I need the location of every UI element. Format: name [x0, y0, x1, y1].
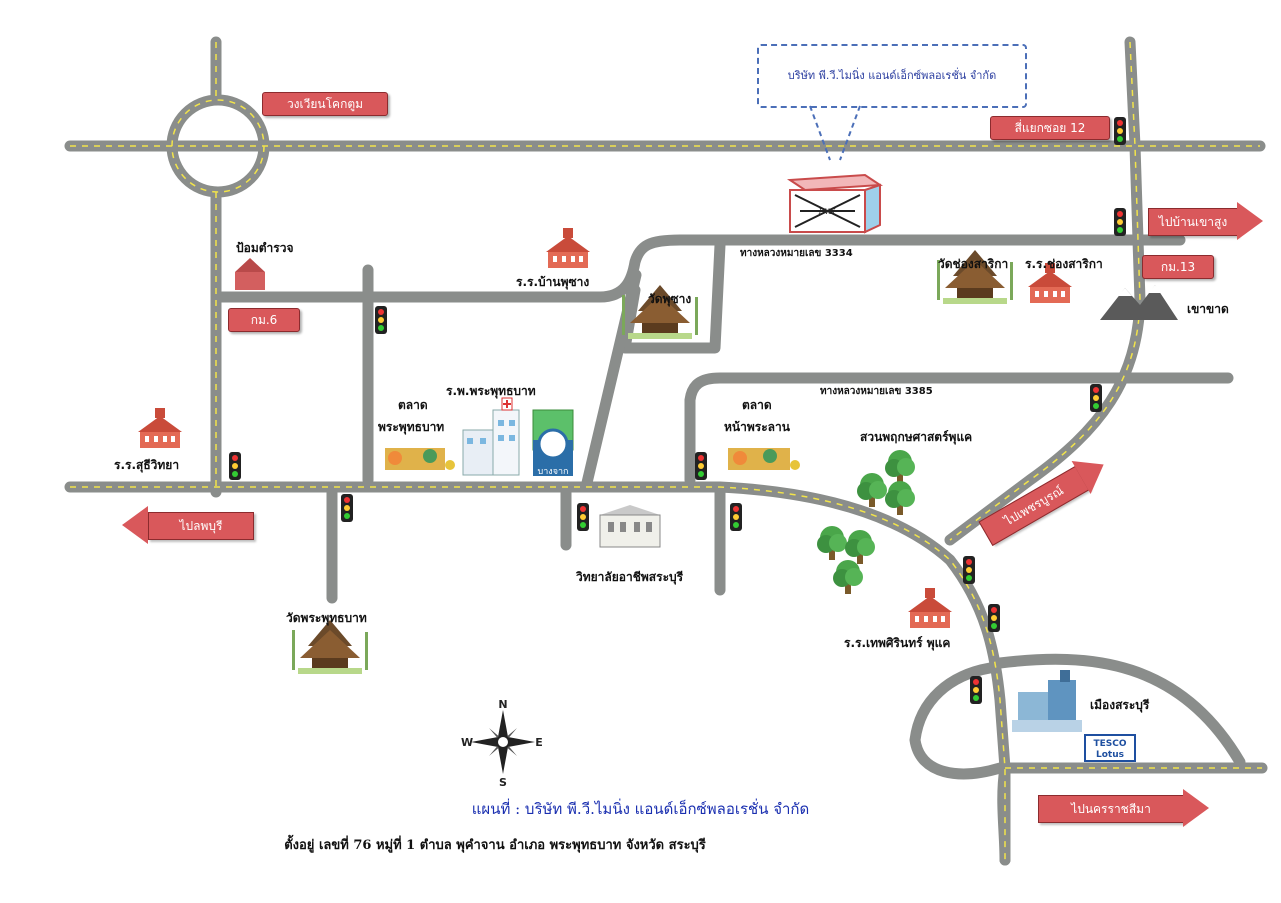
sign-km13: กม.13	[1142, 255, 1214, 279]
sign-to-nakhon-ratchasima: ไปนครราชสีมา	[1038, 789, 1209, 827]
callout-pointer	[809, 105, 861, 161]
sign-roundabout: วงเวียนโคกตูม	[262, 92, 388, 116]
footer-address: ตั้งอยู่ เลขที่ 76 หมู่ที่ 1 ตำบล พุคำจา…	[284, 838, 706, 853]
traffic-light-icon	[730, 503, 742, 531]
road-km6	[210, 234, 1186, 303]
road-diagonal	[580, 269, 642, 493]
road-centerlines	[70, 41, 1262, 860]
label-highway-3385: ทางหลวงหมายเลข 3385	[820, 386, 933, 397]
roads	[64, 36, 1268, 866]
sign-to-ban-khao-sung: ไปบ้านเขาสูง	[1148, 202, 1263, 240]
label-school-thepsirin: ร.ร.เทพศิรินทร์ พุแค	[844, 636, 951, 650]
company-building[interactable]: P.V.X	[786, 173, 884, 234]
road-3385	[684, 372, 1234, 486]
label-wat-phu-chang: วัดพุซาง	[648, 292, 692, 306]
traffic-light-icon	[1114, 117, 1126, 145]
sign-to-lopburi: ไปลพบุรี	[122, 506, 254, 544]
compass-s: S	[499, 776, 507, 789]
company-logo-text: P.V.X	[818, 208, 837, 216]
label-school-ban-phu-chang: ร.ร.บ้านพุซาง	[516, 275, 590, 289]
compass-w: W	[461, 736, 473, 749]
company-callout-text: บริษัท พี.วี.ไมนิ่ง แอนด์เอ็กซ์พลอเรชั่น…	[787, 69, 997, 82]
label-school-suthiwitthaya: ร.ร.สุธีวิทยา	[114, 458, 180, 472]
lotus-text: Lotus	[1096, 750, 1124, 760]
wat-phraphutthabat-icon	[292, 620, 368, 674]
label-khao-khat: เขาขาด	[1187, 302, 1229, 316]
khao-khat-mountain-icon	[1100, 285, 1178, 320]
bangchak-logo-text: บางจาก	[538, 467, 569, 477]
market-phraphutthabat-icon	[385, 448, 455, 470]
school-ban-phu-chang-icon	[546, 228, 590, 268]
label-highway-3334: ทางหลวงหมายเลข 3334	[740, 248, 853, 259]
compass-rose-icon: N S E W	[461, 698, 543, 789]
tesco-text: TESCO	[1093, 739, 1126, 749]
company-callout: บริษัท พี.วี.ไมนิ่ง แอนด์เอ็กซ์พลอเรชั่น…	[757, 44, 1027, 108]
label-market-na-phralan-1: ตลาด	[742, 398, 772, 412]
compass-e: E	[535, 736, 543, 749]
label-police-box: ป้อมตำรวจ	[236, 241, 294, 255]
label-vocational-college: วิทยาลัยอาชีพสระบุรี	[576, 570, 684, 584]
traffic-light-icon	[1090, 384, 1102, 412]
police-box-icon	[235, 258, 265, 290]
vocational-college-icon	[599, 505, 661, 548]
traffic-light-icon	[695, 452, 707, 480]
traffic-light-icon	[341, 494, 353, 522]
traffic-light-icon	[375, 306, 387, 334]
label-school-chong-sarika: ร.ร.ช่องสาริกา	[1025, 257, 1103, 271]
market-na-phralan-icon	[728, 448, 800, 470]
traffic-light-icon	[577, 503, 589, 531]
label-botanical-garden: สวนพฤกษศาสตร์พุแค	[860, 430, 973, 444]
label-wat-chong-sarika: วัดช่องสาริกา	[938, 257, 1009, 271]
sign-junction-soi12: สี่แยกซอย 12	[990, 116, 1110, 140]
school-thepsirin-icon	[908, 588, 952, 628]
road-lotus	[997, 762, 1268, 866]
label-mueang-saraburi: เมืองสระบุรี	[1090, 698, 1150, 712]
label-market-phraphutthabat-1: ตลาด	[398, 398, 428, 412]
hospital-icon	[462, 397, 520, 476]
compass-n: N	[498, 698, 507, 711]
road-mueang-loop	[909, 653, 1246, 780]
tesco-lotus-icon: TESCO Lotus	[1084, 734, 1136, 762]
traffic-light-icon	[970, 676, 982, 704]
sign-km6: กม.6	[228, 308, 300, 332]
school-suthiwitthaya-icon	[138, 408, 182, 448]
mueang-saraburi-icon	[1012, 670, 1082, 732]
label-hospital: ร.พ.พระพุทธบาท	[446, 384, 536, 398]
label-market-phraphutthabat-2: พระพุทธบาท	[378, 420, 445, 434]
footer-title: แผนที่ : บริษัท พี.วี.ไมนิ่ง แอนด์เอ็กซ์…	[471, 800, 810, 818]
traffic-light-icon	[988, 604, 1000, 632]
label-wat-phraphutthabat: วัดพระพุทธบาท	[286, 611, 367, 625]
bangchak-station-icon: บางจาก	[532, 409, 574, 477]
traffic-light-icon	[963, 556, 975, 584]
traffic-light-icon	[229, 452, 241, 480]
label-market-na-phralan-2: หน้าพระลาน	[724, 420, 790, 434]
traffic-light-icon	[1114, 208, 1126, 236]
